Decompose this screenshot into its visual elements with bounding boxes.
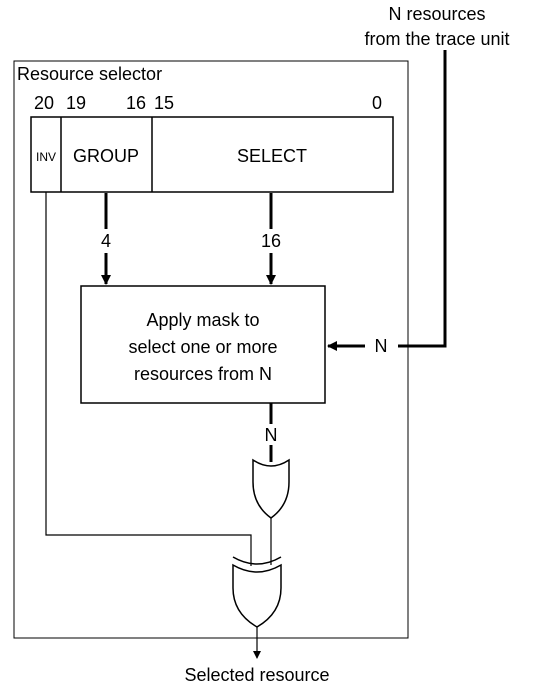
external-input-caption-line2: from the trace unit bbox=[364, 29, 509, 49]
inv-line bbox=[45, 192, 252, 566]
bit-label-15: 15 bbox=[154, 93, 174, 113]
xor-gate bbox=[232, 563, 282, 628]
resource-selector-frame bbox=[13, 60, 409, 639]
mask-block bbox=[80, 285, 326, 404]
bit-label-16: 16 bbox=[126, 93, 146, 113]
register-box bbox=[30, 116, 394, 193]
external-input-line bbox=[398, 50, 447, 348]
field-inv: INV bbox=[36, 150, 56, 164]
field-select: SELECT bbox=[237, 146, 307, 166]
bit-label-19: 19 bbox=[66, 93, 86, 113]
select-bus-width: 16 bbox=[261, 231, 281, 251]
mask-block-line3: resources from N bbox=[134, 364, 272, 384]
external-input-caption-line1: N resources bbox=[388, 4, 485, 24]
field-group: GROUP bbox=[73, 146, 139, 166]
resource-selector-title: Resource selector bbox=[17, 64, 162, 84]
group-bus-width-text: 4 bbox=[101, 231, 111, 251]
or-gate bbox=[252, 458, 290, 519]
mask-block-line1: Apply mask to bbox=[146, 310, 259, 330]
mask-block-line2: select one or more bbox=[128, 337, 277, 357]
mask-output-width: N bbox=[265, 425, 278, 445]
bit-label-0: 0 bbox=[372, 93, 382, 113]
xor-gate-back-curve bbox=[232, 556, 282, 565]
output-label: Selected resource bbox=[184, 665, 329, 685]
external-input-width: N bbox=[375, 336, 388, 356]
bit-label-20: 20 bbox=[34, 93, 54, 113]
